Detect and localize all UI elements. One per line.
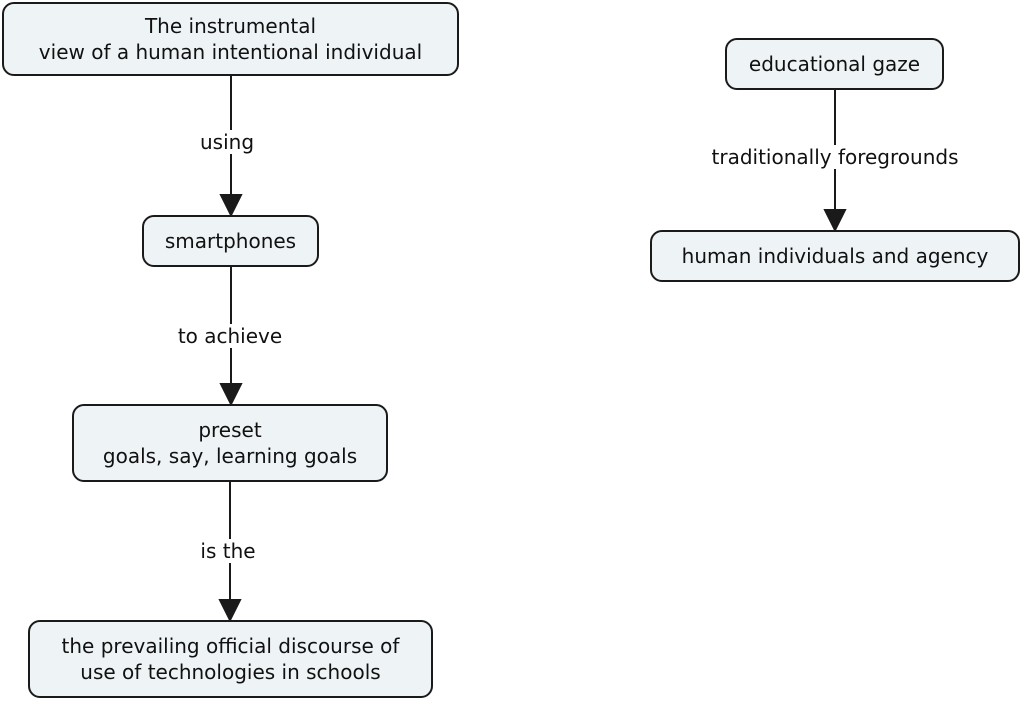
link-label-is-the: is the — [198, 539, 258, 563]
arrowhead-to-achieve — [219, 383, 243, 407]
arrowhead-is-the — [218, 599, 242, 623]
link-label-using: using — [197, 130, 257, 154]
concept-preset-goals[interactable]: preset goals, say, learning goals — [72, 404, 388, 482]
concept-smartphones[interactable]: smartphones — [142, 215, 319, 267]
arrowhead-using — [219, 194, 243, 218]
concept-prevailing-discourse[interactable]: the prevailing official discourse of use… — [28, 620, 433, 698]
link-label-traditionally-foregrounds: traditionally foregrounds — [709, 145, 961, 169]
link-label-to-achieve: to achieve — [175, 324, 285, 348]
concept-human-individuals[interactable]: human individuals and agency — [650, 230, 1020, 282]
concept-instrumental-view[interactable]: The instrumental view of a human intenti… — [2, 2, 459, 76]
arrowhead-traditionally-foregrounds — [823, 209, 847, 233]
concept-educational-gaze[interactable]: educational gaze — [725, 38, 944, 90]
